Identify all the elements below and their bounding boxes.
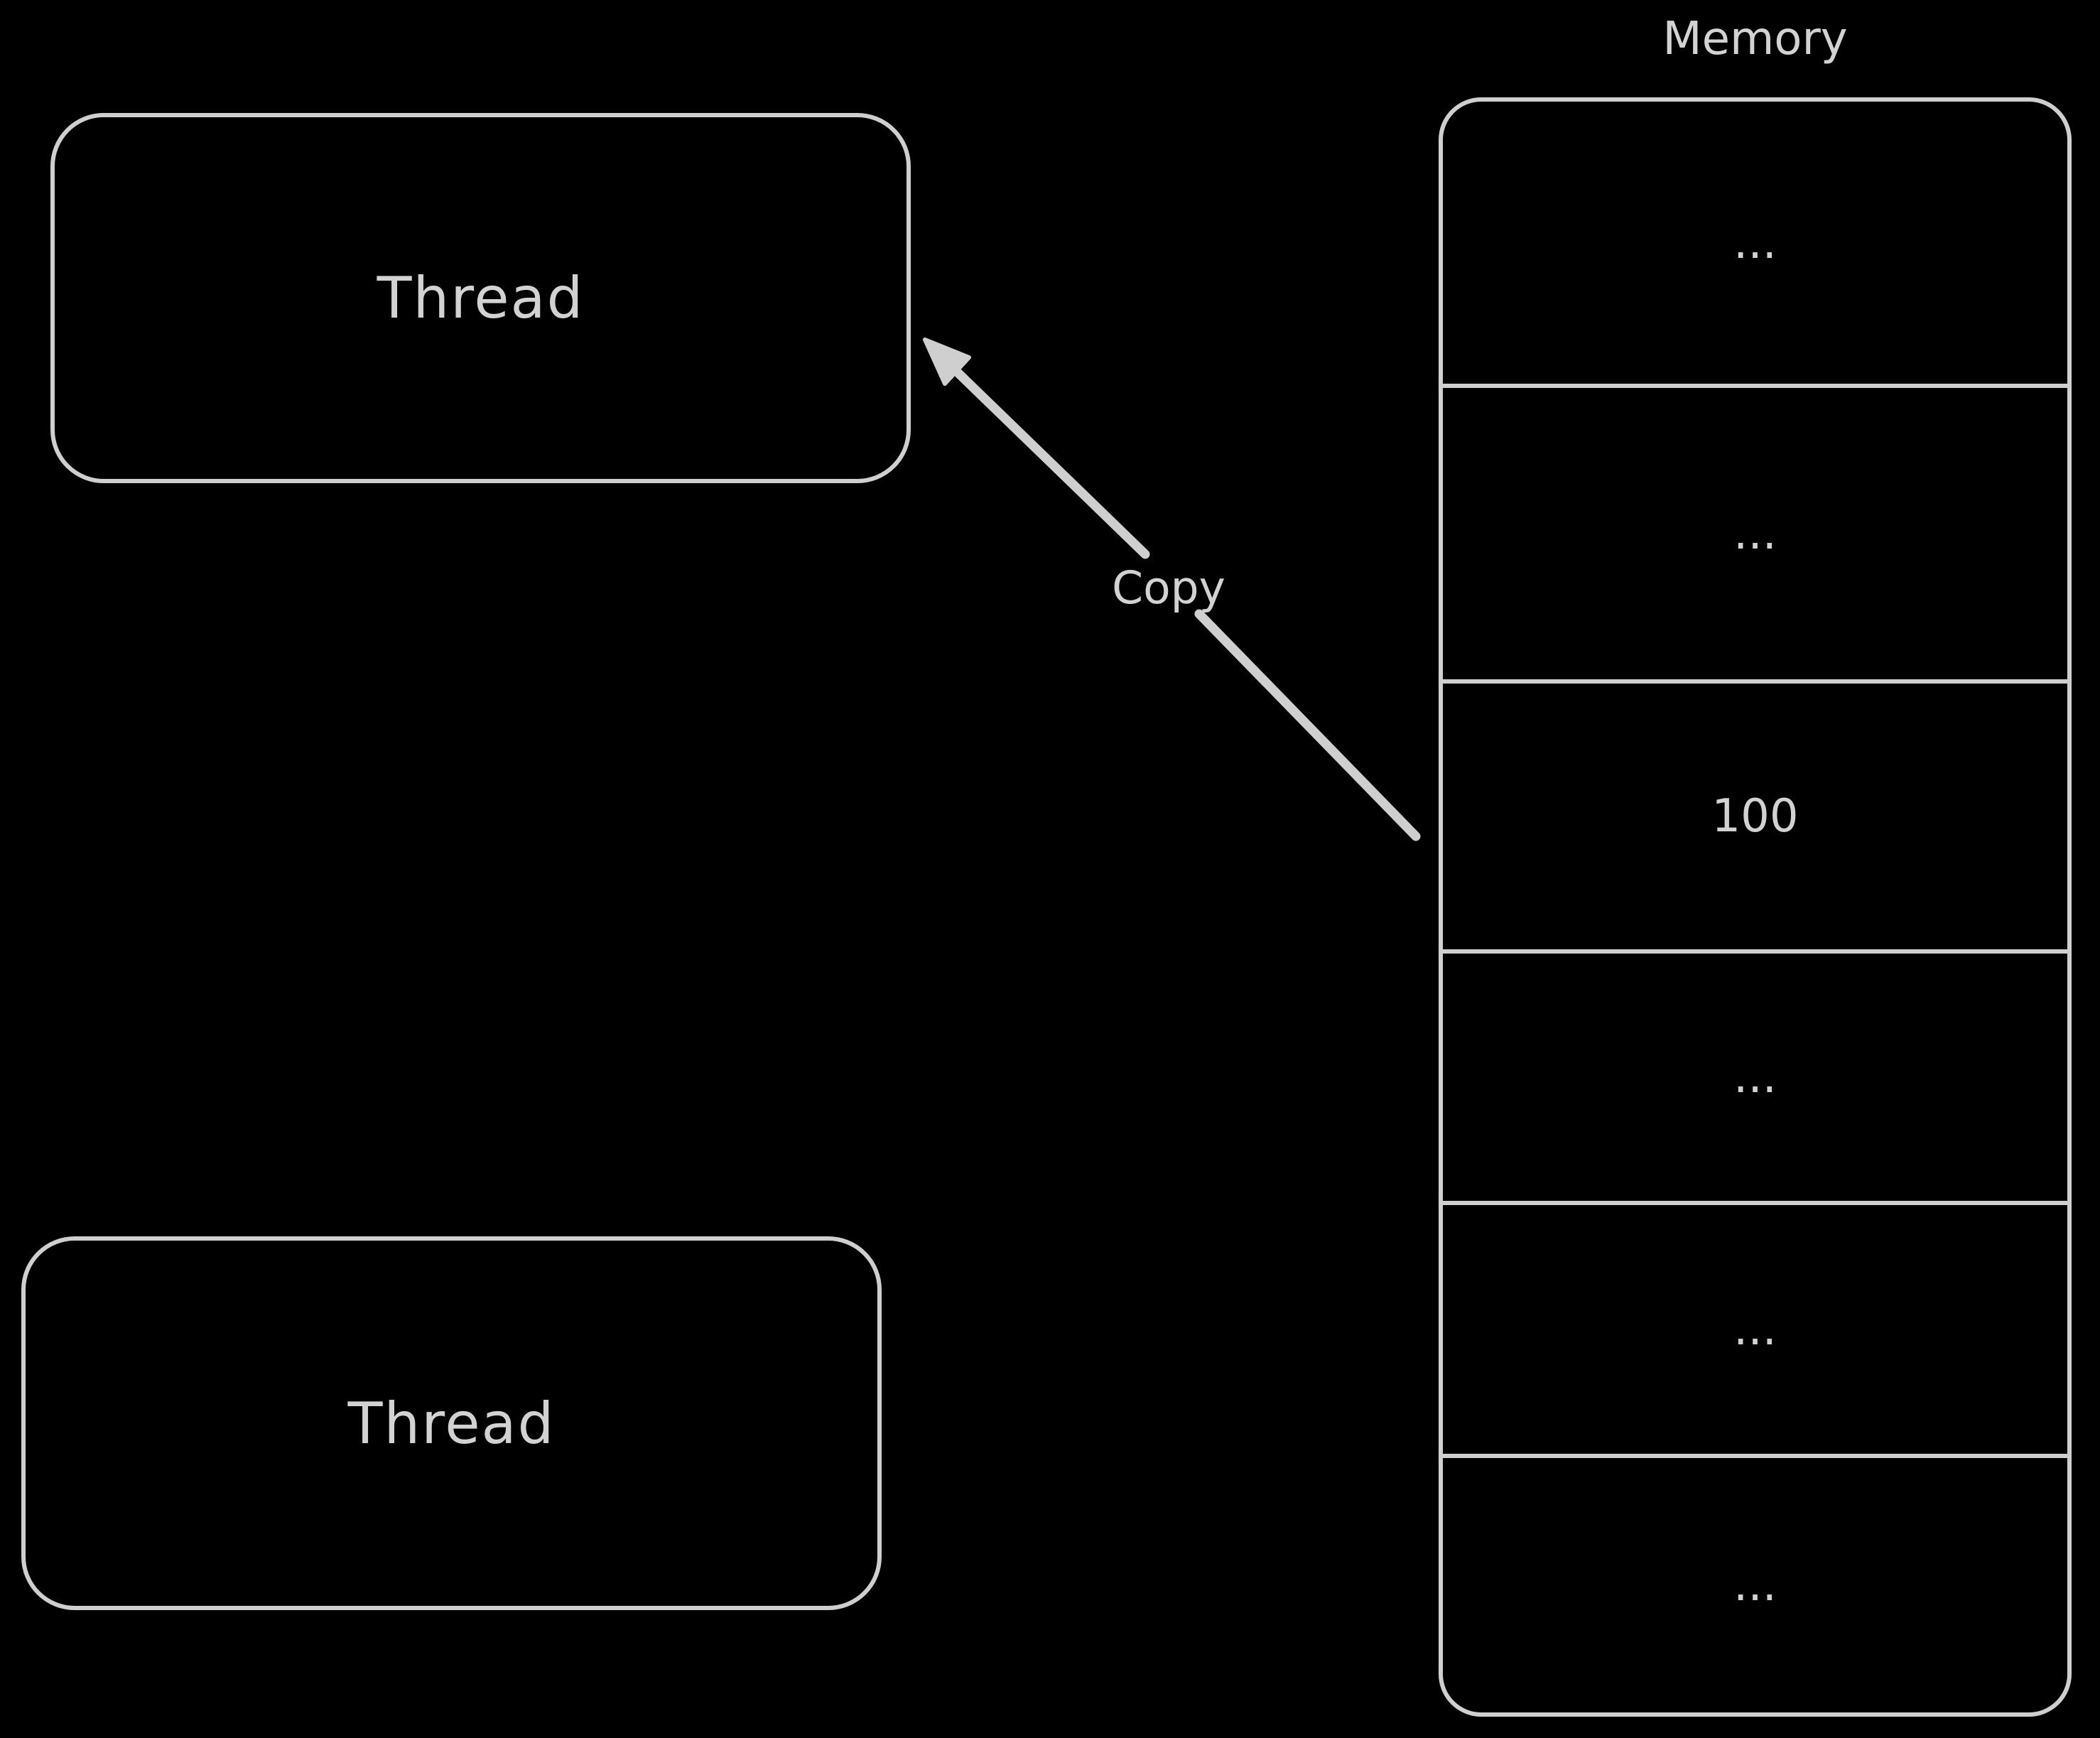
- memory-cell-value: ...: [1733, 1303, 1777, 1356]
- memory-box: ... ... 100 ... ... ...: [1439, 97, 2072, 1717]
- thread-top-label: Thread: [377, 265, 585, 331]
- memory-cell-value: ...: [1733, 507, 1777, 560]
- memory-cell: ...: [1443, 1454, 2067, 1712]
- arrow-head-icon: [923, 338, 971, 386]
- copy-arrow-head-segment: [934, 350, 1150, 559]
- memory-cell: ...: [1443, 949, 2067, 1201]
- thread-box-bottom: Thread: [21, 1236, 882, 1610]
- memory-title: Memory: [1662, 13, 1848, 65]
- memory-cell: ...: [1443, 1201, 2067, 1454]
- arrow-label: Copy: [1112, 562, 1225, 614]
- thread-box-top: Thread: [50, 113, 911, 483]
- memory-cell: ...: [1443, 384, 2067, 679]
- memory-cell-value: ...: [1733, 1559, 1777, 1612]
- thread-bottom-label: Thread: [347, 1390, 556, 1457]
- memory-cell-100: 100: [1443, 679, 2067, 949]
- memory-cell-value: ...: [1733, 1051, 1777, 1103]
- memory-cell-value: ...: [1733, 216, 1777, 269]
- copy-arrow-tail-segment: [1194, 609, 1421, 841]
- memory-cell: ...: [1443, 102, 2067, 384]
- memory-cell-value: 100: [1711, 790, 1799, 843]
